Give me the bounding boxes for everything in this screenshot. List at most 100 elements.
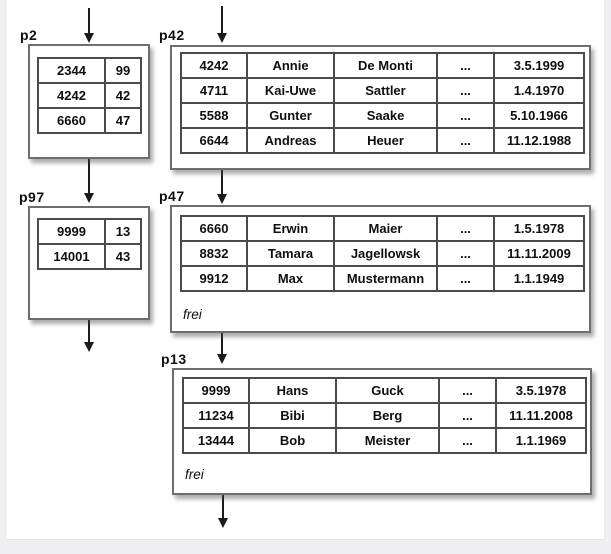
table-cell: 9912 (180, 265, 248, 292)
table-cell: ... (436, 265, 495, 292)
table-cell: 1.4.1970 (493, 77, 585, 104)
table-cell: ... (436, 240, 495, 267)
table-cell: 1.1.1969 (495, 427, 587, 454)
free-space-label-p47: frei (183, 307, 202, 322)
arrow-p47-to-p13 (217, 333, 227, 364)
table-cell: Guck (335, 377, 440, 404)
table-cell: 3.5.1999 (493, 52, 585, 79)
table-cell: Kai-Uwe (246, 77, 335, 104)
arrow-p97-out (84, 320, 94, 352)
table-cell: ... (438, 427, 497, 454)
table-cell: Hans (248, 377, 337, 404)
table-cell: 13 (104, 218, 142, 245)
table-cell: 4711 (180, 77, 248, 104)
table-cell: 13444 (182, 427, 250, 454)
table-cell: 11.12.1988 (493, 127, 585, 154)
table-cell: 3.5.1978 (495, 377, 587, 404)
table-cell: 47 (104, 107, 142, 134)
table-cell: Berg (335, 402, 440, 429)
table-cell: 1.5.1978 (493, 215, 585, 242)
table-cell: 2344 (37, 57, 106, 84)
arrow-p2-to-p97 (84, 159, 94, 203)
table-cell: 4242 (37, 82, 106, 109)
node-label-p42: p42 (159, 27, 185, 43)
table-cell: 6660 (37, 107, 106, 134)
table-cell: ... (436, 102, 495, 129)
table-cell: 11.11.2008 (495, 402, 587, 429)
table-cell: 5588 (180, 102, 248, 129)
table-cell: ... (438, 377, 497, 404)
table-cell: Jagellowsk (333, 240, 438, 267)
table-cell: Mustermann (333, 265, 438, 292)
table-cell: ... (436, 77, 495, 104)
table-cell: 5.10.1966 (493, 102, 585, 129)
table-cell: 14001 (37, 243, 106, 270)
table-cell: 43 (104, 243, 142, 270)
table-cell: 9999 (37, 218, 106, 245)
table-cell: ... (438, 402, 497, 429)
table-cell: Bibi (248, 402, 337, 429)
table-cell: Tamara (246, 240, 335, 267)
table-cell: Erwin (246, 215, 335, 242)
arrow-p42-to-p47 (217, 170, 227, 204)
table-cell: 11.11.2009 (493, 240, 585, 267)
node-label-p47: p47 (159, 188, 185, 204)
table-cell: ... (436, 52, 495, 79)
table-cell: 6644 (180, 127, 248, 154)
table-cell: Saake (333, 102, 438, 129)
table-cell: 6660 (180, 215, 248, 242)
free-space-label-p13: frei (185, 467, 204, 482)
table-cell: Annie (246, 52, 335, 79)
node-label-p2: p2 (20, 27, 38, 43)
table-cell: ... (436, 127, 495, 154)
table-cell: Andreas (246, 127, 335, 154)
table-cell: Sattler (333, 77, 438, 104)
table-cell: 4242 (180, 52, 248, 79)
table-cell: Heuer (333, 127, 438, 154)
table-cell: 9999 (182, 377, 250, 404)
table-cell: 1.1.1949 (493, 265, 585, 292)
table-cell: Max (246, 265, 335, 292)
arrow-down-into-p2 (84, 8, 94, 43)
table-cell: Bob (248, 427, 337, 454)
node-label-p13: p13 (161, 351, 187, 367)
table-cell: 99 (104, 57, 142, 84)
table-cell: Maier (333, 215, 438, 242)
table-cell: Meister (335, 427, 440, 454)
table-cell: Gunter (246, 102, 335, 129)
arrow-p13-out (218, 495, 228, 528)
table-cell: 11234 (182, 402, 250, 429)
arrow-down-into-p42 (217, 6, 227, 43)
node-label-p97: p97 (19, 189, 45, 205)
table-cell: ... (436, 215, 495, 242)
table-cell: 8832 (180, 240, 248, 267)
table-cell: De Monti (333, 52, 438, 79)
